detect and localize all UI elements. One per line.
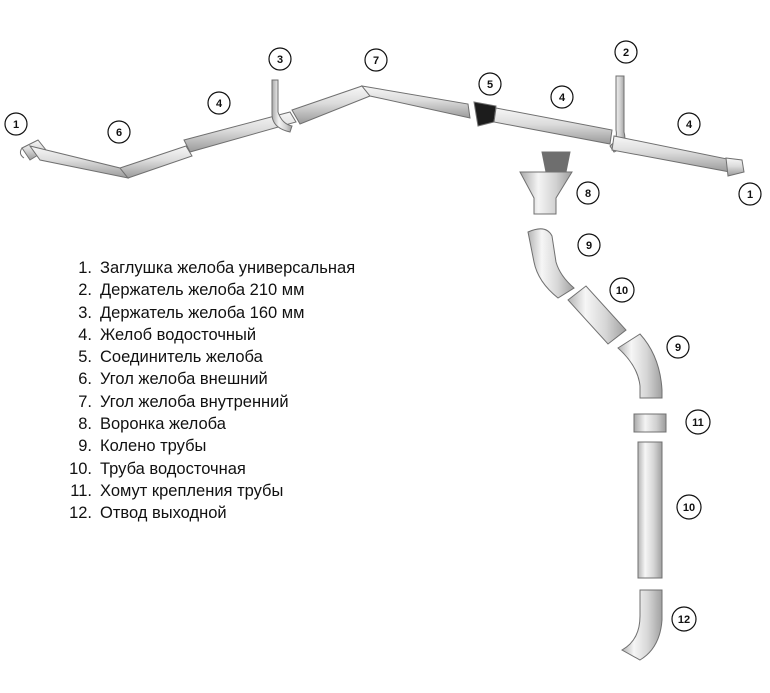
callout-9-upper: 9 — [577, 233, 601, 257]
legend-item: 8. Воронка желоба — [62, 413, 422, 435]
callout-1-right: 1 — [738, 182, 762, 206]
legend-label: Воронка желоба — [100, 415, 226, 434]
callout-4-left: 4 — [207, 91, 231, 115]
callout-label: 1 — [747, 189, 753, 201]
callout-label: 4 — [686, 119, 693, 131]
funnel-outlet-fins — [541, 151, 571, 173]
legend-label: Труба водосточная — [100, 459, 246, 478]
gutter-bracket-160 — [271, 79, 293, 133]
legend-number: 9. — [78, 437, 92, 456]
callout-label: 4 — [216, 98, 223, 110]
callout-label: 6 — [116, 127, 122, 139]
legend-item: 1. Заглушка желоба универсальная — [62, 257, 422, 279]
callout-label: 11 — [692, 417, 704, 429]
gutter-outer-corner — [28, 145, 130, 179]
legend-number: 1. — [78, 259, 92, 277]
callout-9-lower: 9 — [666, 335, 690, 359]
legend-number: 5. — [78, 348, 92, 367]
legend-number: 10. — [69, 459, 92, 478]
gutter-assembly — [19, 75, 745, 179]
legend-item: 5. Соединитель желоба — [62, 346, 422, 368]
legend-label: Угол желоба внешний — [100, 370, 268, 389]
pipe-section-vertical — [637, 441, 663, 579]
legend-item: 10. Труба водосточная — [62, 458, 422, 480]
callout-label: 1 — [13, 119, 19, 131]
callout-label: 10 — [616, 285, 628, 297]
legend-label: Держатель желоба 160 мм — [100, 303, 305, 322]
legend-number: 2. — [78, 281, 92, 300]
gutter-section-middle — [493, 107, 613, 145]
callout-11: 11 — [685, 409, 711, 435]
legend-item: 9. Колено трубы — [62, 435, 422, 457]
legend-item: 3. Держатель желоба 160 мм — [62, 302, 422, 324]
legend-label: Колено трубы — [100, 437, 207, 456]
gutter-funnel — [519, 171, 573, 215]
callout-4-middle: 4 — [550, 85, 574, 109]
callout-label: 12 — [678, 614, 690, 626]
callout-8: 8 — [576, 181, 600, 205]
legend-number: 3. — [78, 303, 92, 322]
legend-label: Отвод выходной — [100, 504, 227, 523]
legend-number: 7. — [78, 392, 92, 411]
parts-legend: 1. Заглушка желоба универсальная 2. Держат… — [62, 257, 422, 525]
legend-item: 7. Угол желоба внутренний — [62, 391, 422, 413]
callout-1-left: 1 — [4, 112, 28, 136]
legend-number: 11. — [70, 481, 92, 500]
legend-label: Заглушка желоба универсальная — [100, 259, 356, 277]
gutter-bracket-210 — [609, 75, 626, 153]
downpipe-assembly — [519, 151, 667, 661]
legend-number: 12. — [69, 504, 92, 523]
gutter-section-left — [183, 111, 297, 153]
legend-label: Хомут крепления трубы — [100, 481, 284, 500]
callout-label: 4 — [559, 92, 566, 104]
legend-item: 12. Отвод выходной — [62, 502, 422, 524]
callout-3: 3 — [268, 47, 292, 71]
legend-item: 2. Держатель желоба 210 мм — [62, 279, 422, 301]
pipe-elbow-upper — [527, 228, 575, 299]
callout-label: 5 — [487, 79, 493, 91]
callout-4-right: 4 — [677, 112, 701, 136]
callout-label: 3 — [277, 54, 283, 66]
legend-label: Соединитель желоба — [100, 348, 263, 367]
gutter-section-right — [611, 135, 733, 173]
callout-label: 7 — [373, 55, 379, 67]
gutter-inner-corner — [291, 85, 371, 125]
legend-number: 4. — [78, 325, 92, 344]
callout-label: 10 — [683, 502, 695, 514]
callout-label: 8 — [585, 188, 591, 200]
callout-6: 6 — [107, 120, 131, 144]
legend-label: Держатель желоба 210 мм — [100, 281, 305, 300]
callout-label: 9 — [675, 342, 681, 354]
legend-item: 11. Хомут крепления трубы — [62, 480, 422, 502]
pipe-section-angled — [567, 285, 627, 345]
callouts: 1 6 4 3 7 5 4 2 4 1 8 9 10 9 11 10 12 — [4, 40, 762, 632]
legend-number: 8. — [78, 415, 92, 434]
legend-label: Угол желоба внутренний — [100, 392, 289, 411]
gutter-connector — [473, 101, 497, 127]
callout-10-upper: 10 — [609, 277, 635, 303]
legend-label: Желоб водосточный — [100, 325, 257, 344]
gutter-end-cap-right — [725, 157, 745, 177]
gutter-cap-hook — [19, 147, 25, 159]
legend-item: 6. Угол желоба внешний — [62, 368, 422, 390]
callout-label: 9 — [586, 240, 592, 252]
callout-10-lower: 10 — [676, 494, 702, 520]
pipe-outlet — [620, 589, 663, 661]
callout-2: 2 — [614, 40, 638, 64]
legend-number: 6. — [78, 370, 92, 389]
legend-item: 4. Желоб водосточный — [62, 324, 422, 346]
pipe-clamp — [633, 413, 667, 433]
callout-5: 5 — [478, 72, 502, 96]
callout-12: 12 — [671, 606, 697, 632]
pipe-elbow-lower — [617, 333, 663, 399]
callout-7: 7 — [364, 48, 388, 72]
callout-label: 2 — [623, 47, 629, 59]
